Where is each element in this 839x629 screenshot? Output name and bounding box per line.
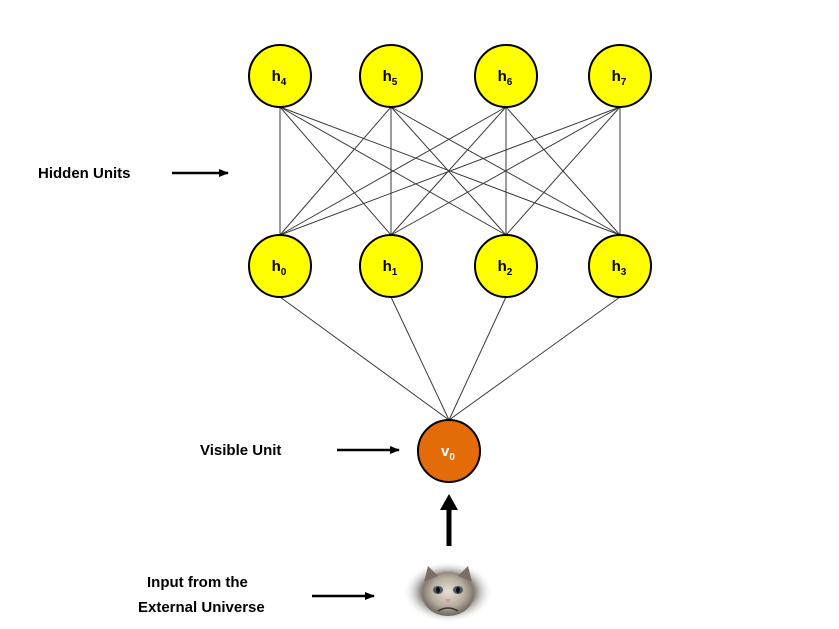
hidden-node-h7-circle (588, 44, 652, 108)
hidden-node-h3-circle (588, 234, 652, 298)
hidden-node-h1-label-base: h (383, 258, 392, 275)
hidden-node-h6-label-base: h (498, 68, 507, 85)
edge-top3-mid0 (279, 106, 621, 236)
hidden-node-h3-label-base: h (612, 258, 621, 275)
visible-unit-label: Visible Unit (200, 442, 281, 459)
hidden-node-h6-circle (474, 44, 538, 108)
hidden-node-h5: h5 (359, 44, 423, 108)
hidden-node-h2: h2 (474, 234, 538, 298)
edge-top3-mid1 (390, 106, 621, 236)
hidden-node-h2-label: h2 (498, 258, 513, 278)
visible-node-v0-label-subscript: 0 (449, 452, 455, 463)
edge-top2-mid1 (390, 106, 507, 236)
input-to-visible-arrow-head (440, 494, 458, 510)
edge-mid3-visible (448, 296, 621, 421)
hidden-node-h6: h6 (474, 44, 538, 108)
hidden-node-h4-label-subscript: 4 (281, 77, 287, 88)
hidden-node-h6-label-subscript: 6 (507, 77, 513, 88)
hidden-node-h3-label: h3 (612, 258, 627, 278)
hidden-node-h1-label-subscript: 1 (392, 267, 398, 278)
edge-mid1-visible (390, 296, 450, 421)
hidden-node-h0-circle (248, 234, 312, 298)
hidden-node-h2-label-subscript: 2 (507, 267, 513, 278)
hidden-node-h4-label-base: h (272, 68, 281, 85)
hidden-node-h3: h3 (588, 234, 652, 298)
hidden-node-h3-label-subscript: 3 (621, 267, 627, 278)
hidden-node-h2-circle (474, 234, 538, 298)
hidden-node-h4-circle (248, 44, 312, 108)
input-label-line1: Input from the (147, 574, 248, 591)
hidden-node-h1-circle (359, 234, 423, 298)
hidden-node-h7-label-subscript: 7 (621, 77, 627, 88)
visible-node-v0-circle (417, 419, 481, 483)
hidden-node-h5-label-base: h (383, 68, 392, 85)
edge-mid0-visible (279, 296, 450, 421)
hidden-node-h7-label-base: h (612, 68, 621, 85)
hidden-node-h5-label-subscript: 5 (392, 77, 398, 88)
hidden-node-h1: h1 (359, 234, 423, 298)
visible-node-v0-label: v0 (441, 443, 455, 463)
edge-top1-mid0 (279, 106, 392, 236)
hidden-node-h4-label: h4 (272, 68, 287, 88)
hidden-node-h2-label-base: h (498, 258, 507, 275)
hidden-node-h4: h4 (248, 44, 312, 108)
hidden-node-h0-label-subscript: 0 (281, 267, 287, 278)
hidden-node-h5-label: h5 (383, 68, 398, 88)
hidden-node-h1-label: h1 (383, 258, 398, 278)
hidden-node-h0: h0 (248, 234, 312, 298)
hidden-node-h7-label: h7 (612, 68, 627, 88)
edge-mid2-visible (448, 296, 507, 421)
hidden-node-h7: h7 (588, 44, 652, 108)
edge-top3-mid2 (505, 106, 621, 236)
edge-top2-mid0 (279, 106, 507, 236)
hidden-units-label: Hidden Units (38, 165, 131, 182)
input-label-line2: External Universe (138, 599, 265, 616)
hidden-node-h0-label-base: h (272, 258, 281, 275)
connection-lines (279, 106, 621, 421)
hidden-node-h6-label: h6 (498, 68, 513, 88)
hidden-node-h5-circle (359, 44, 423, 108)
visible-node-v0: v0 (417, 419, 481, 483)
hidden-node-h0-label: h0 (272, 258, 287, 278)
visible-node-v0-label-base: v (441, 443, 450, 460)
cat-image (403, 561, 493, 623)
